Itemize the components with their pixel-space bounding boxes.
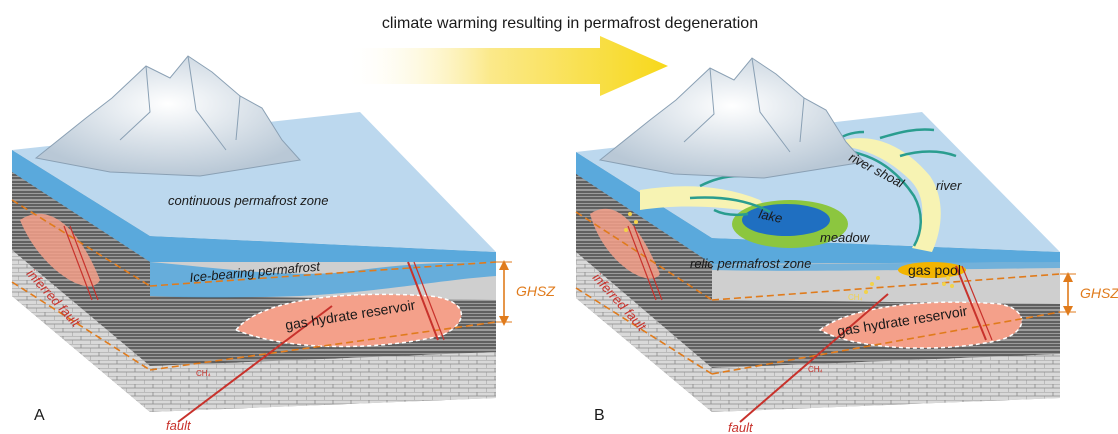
lake-b bbox=[742, 204, 830, 236]
river-shoal-b bbox=[640, 138, 941, 252]
fault-line-b bbox=[739, 293, 889, 423]
panel-letter-a: A bbox=[34, 407, 45, 424]
gas-pool-b bbox=[898, 262, 966, 278]
ghsz-bracket-a bbox=[496, 260, 512, 326]
mountain-a bbox=[34, 55, 301, 177]
ch4-label-a: CH₄ bbox=[196, 369, 211, 378]
fault-label-b: fault bbox=[728, 420, 754, 434]
ghsz-bracket-b bbox=[1060, 272, 1076, 316]
ghsz-label-b: GHSZ bbox=[1080, 285, 1118, 301]
warming-arrow bbox=[345, 36, 668, 96]
hydrate-reservoir-a bbox=[234, 293, 462, 348]
fault-label-a: fault bbox=[166, 418, 192, 433]
panel-letter-b: B bbox=[594, 407, 605, 424]
zone-label-a: continuous permafrost zone bbox=[168, 193, 328, 208]
zone-label-b: relic permafrost zone bbox=[690, 256, 811, 271]
panel-b: lake meadow river shoal river relic perm… bbox=[575, 57, 1118, 434]
gas-pool-label-b: gas pool bbox=[908, 262, 961, 278]
fault-line-a bbox=[177, 305, 333, 423]
river-label-b: river bbox=[936, 178, 962, 193]
ch4-label-b-2: CH₄ bbox=[808, 365, 823, 374]
ice-permafrost-a bbox=[150, 262, 496, 298]
mountain-b bbox=[598, 57, 865, 179]
ghsz-label-a: GHSZ bbox=[516, 283, 555, 299]
gas-migration-b bbox=[624, 212, 954, 294]
hydrate-reservoir-b bbox=[818, 301, 1023, 349]
panel-a: continuous permafrost zone Ice-bearing p… bbox=[11, 55, 555, 433]
diagram-title: climate warming resulting in permafrost … bbox=[382, 15, 758, 32]
lake-label-b: lake bbox=[757, 206, 783, 226]
ch4-label-b: CH₄ bbox=[848, 293, 863, 302]
meadow-label-b: meadow bbox=[820, 230, 871, 245]
